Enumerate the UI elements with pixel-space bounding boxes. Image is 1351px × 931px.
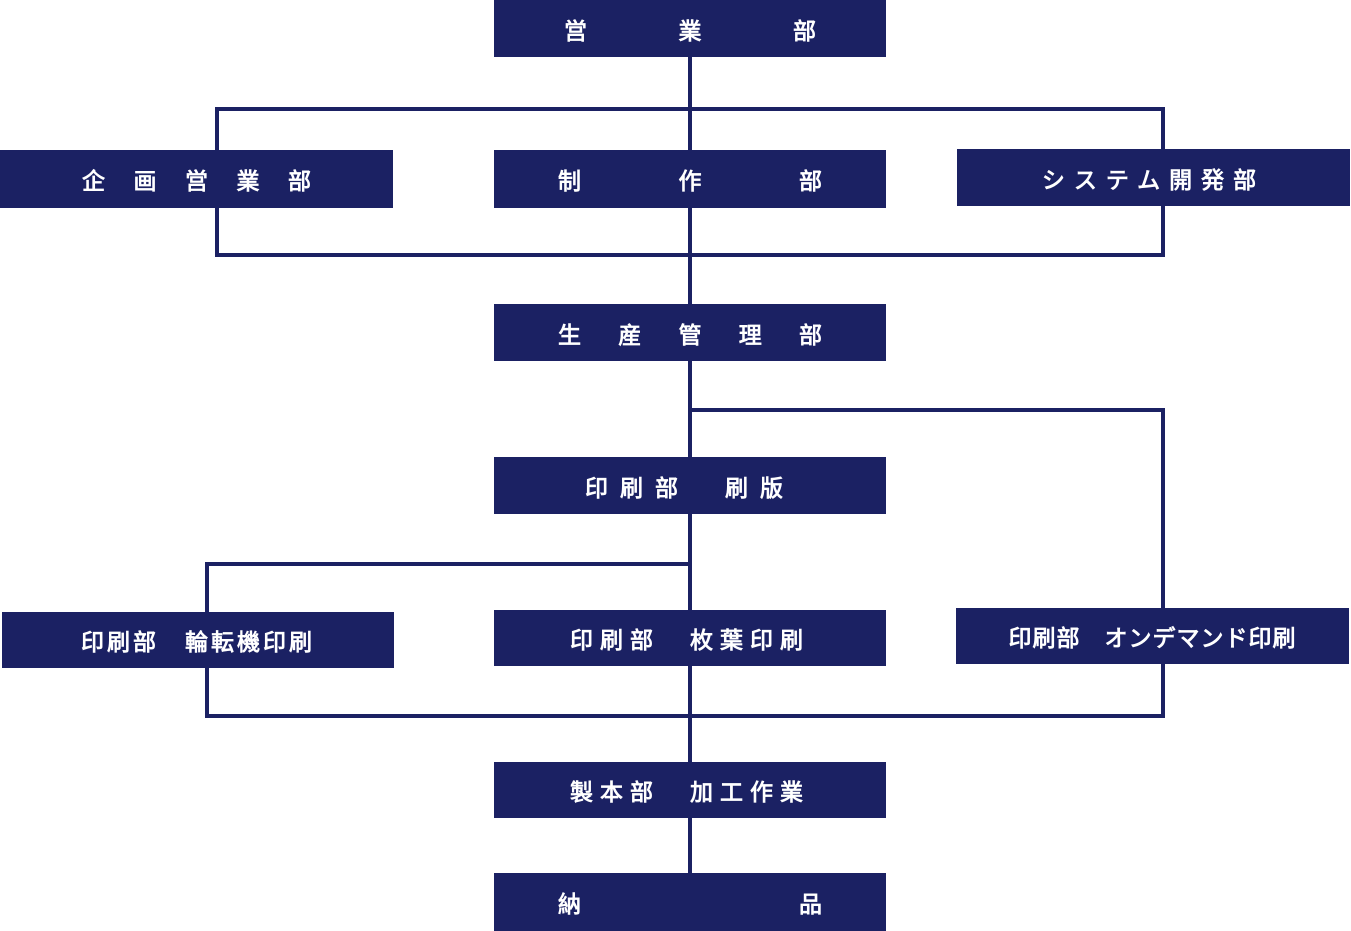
node-planning-sales-char-5: 部 [288, 169, 311, 195]
node-production-mgmt-char-2: 産 [618, 322, 642, 349]
node-planning-sales-char-4: 業 [236, 169, 260, 195]
node-production-mgmt-char-5: 部 [799, 322, 822, 349]
node-platemaking-label: 印刷部 刷版 [585, 475, 795, 502]
node-sales-char-3: 部 [793, 18, 816, 45]
node-ondemand-printing-label: 印刷部 オンデマンド印刷 [1008, 626, 1297, 652]
node-delivery: 納 品 [494, 873, 886, 931]
node-production-char-3: 部 [799, 169, 822, 195]
node-system-dev: システム開発部 [957, 149, 1350, 206]
node-production-mgmt-char-3: 管 [678, 322, 702, 349]
node-sheetfed-printing: 印刷部 枚葉印刷 [494, 610, 886, 666]
node-sales-char-2: 業 [678, 18, 702, 45]
node-bookbinding-label: 製本部 加工作業 [570, 780, 810, 806]
node-production-char-2: 作 [678, 169, 702, 195]
connector-top-bracket [215, 107, 1165, 152]
node-delivery-char-2: 品 [799, 892, 822, 918]
node-planning-sales-char-3: 営 [185, 169, 208, 195]
node-production-mgmt-char-4: 理 [738, 322, 762, 349]
node-planning-sales-char-2: 画 [133, 169, 157, 195]
node-platemaking: 印刷部 刷版 [494, 457, 886, 514]
node-rotary-printing: 印刷部 輪転機印刷 [2, 612, 394, 668]
node-ondemand-printing: 印刷部 オンデマンド印刷 [956, 608, 1349, 664]
node-bookbinding: 製本部 加工作業 [494, 762, 886, 818]
node-production: 制 作 部 [494, 150, 886, 208]
connector-rotary-branch [205, 562, 692, 614]
node-sales: 営 業 部 [494, 0, 886, 57]
node-production-mgmt-char-1: 生 [558, 322, 581, 349]
connector-ondemand-branch [688, 408, 1165, 610]
node-production-mgmt: 生 産 管 理 部 [494, 304, 886, 361]
node-sales-char-1: 営 [564, 18, 587, 45]
node-planning-sales-char-1: 企 [82, 169, 105, 195]
node-system-dev-label: システム開発部 [1041, 167, 1266, 194]
node-planning-sales: 企 画 営 業 部 [0, 150, 393, 208]
connector-bottom-bracket [215, 204, 1165, 257]
node-rotary-printing-label: 印刷部 輪転機印刷 [81, 630, 315, 656]
node-sheetfed-printing-label: 印刷部 枚葉印刷 [570, 628, 810, 654]
node-production-char-1: 制 [558, 169, 581, 195]
node-delivery-char-1: 納 [558, 892, 581, 918]
connector-merge-bracket [205, 662, 1165, 718]
